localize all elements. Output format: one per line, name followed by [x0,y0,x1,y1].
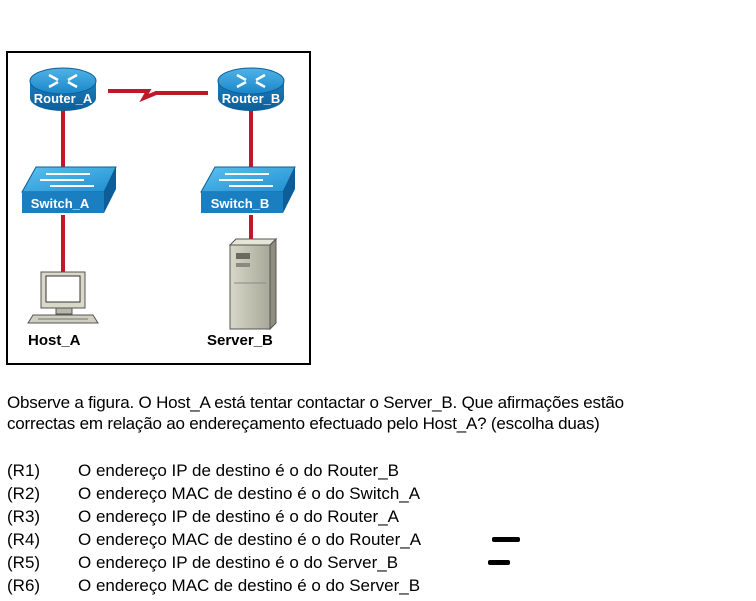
option-text: O endereço MAC de destino é o do Router_… [78,530,422,549]
option-r6: (R6) O endereço MAC de destino é o do Se… [7,574,567,597]
option-text: O endereço IP de destino é o do Router_A [78,507,400,526]
option-code: (R6) [7,576,41,595]
computer-icon [27,271,99,324]
serial-link-router-a-router-b [108,89,208,103]
router-a-label: Router_A [34,91,93,106]
network-diagram: Router_A Router_B Switch_A [6,51,311,365]
option-text: O endereço MAC de destino é o do Server_… [78,576,421,595]
option-text: O endereço MAC de destino é o do Switch_… [78,484,421,503]
option-r3: (R3) O endereço IP de destino é o do Rou… [7,505,567,528]
host-a-label: Host_A [28,332,81,349]
option-r4: (R4) O endereço MAC de destino é o do Ro… [7,528,567,551]
option-text: O endereço IP de destino é o do Server_B [78,553,399,572]
host-a: Host_A [27,271,99,349]
network-topology: Router_A Router_B Switch_A [21,67,296,349]
question-text: Observe a figura. O Host_A está tentar c… [7,392,752,434]
option-r1: (R1) O endereço IP de destino é o do Rou… [7,459,567,482]
answer-mark [488,560,510,565]
option-r5: (R5) O endereço IP de destino é o do Ser… [7,551,567,574]
switch-b: Switch_B [200,166,296,213]
switch-arrows-icon [219,173,273,187]
switch-arrows-icon [40,173,94,187]
switch-a-label: Switch_A [31,196,90,211]
router-a: Router_A [29,67,97,111]
server-b-label: Server_B [207,332,273,349]
router-arrows-icon [48,73,78,89]
answer-mark [492,537,520,542]
router-arrows-icon [236,73,266,89]
option-code: (R1) [7,461,41,480]
server-b: Server_B [207,237,278,349]
server-icon [228,237,278,331]
router-b-label: Router_B [222,91,281,106]
question-line-2: correctas em relação ao endereçamento ef… [7,414,600,433]
switch-b-label: Switch_B [211,196,270,211]
question-line-1: Observe a figura. O Host_A está tentar c… [7,393,624,412]
option-code: (R3) [7,507,41,526]
option-text: O endereço IP de destino é o do Router_B [78,461,400,480]
switch-a: Switch_A [21,166,117,213]
router-b: Router_B [217,67,285,111]
option-code: (R2) [7,484,41,503]
option-code: (R5) [7,553,41,572]
option-r2: (R2) O endereço MAC de destino é o do Sw… [7,482,567,505]
option-code: (R4) [7,530,41,549]
